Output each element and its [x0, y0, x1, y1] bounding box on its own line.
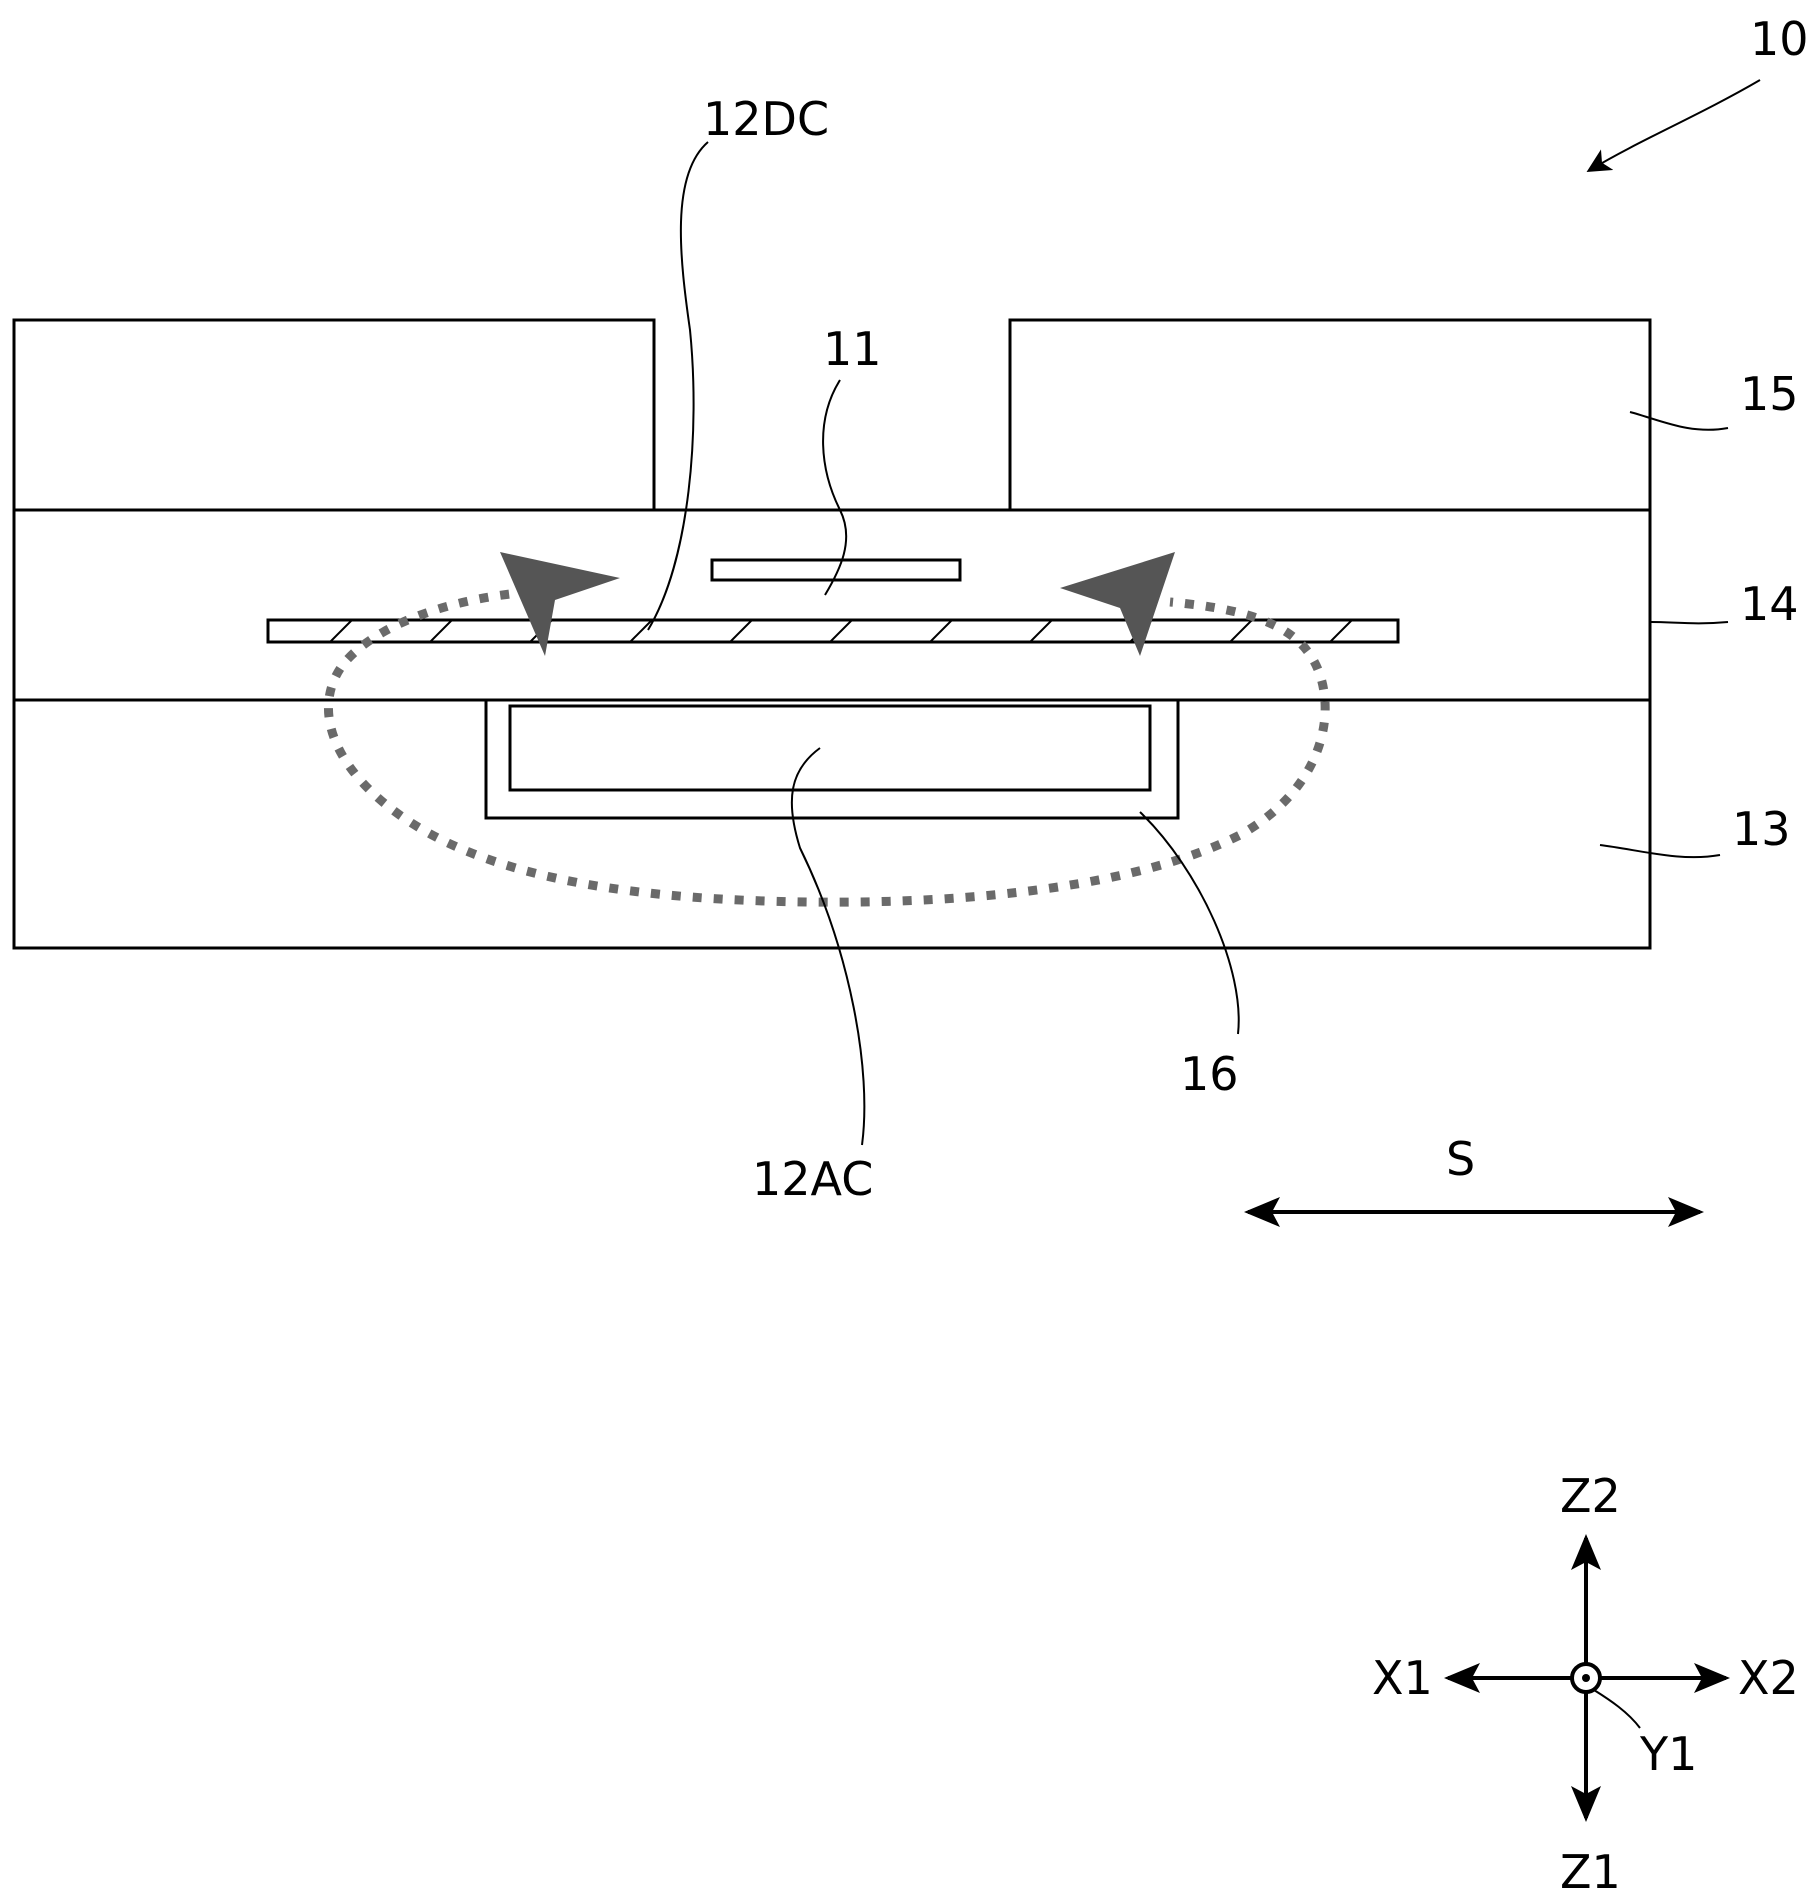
- label-axis-y1: Y1: [1639, 1727, 1697, 1781]
- label-device-10: 10: [1750, 12, 1809, 66]
- label-ac-conductor: 12AC: [752, 1152, 873, 1206]
- label-axis-z2: Z2: [1560, 1469, 1621, 1523]
- label-layer-15: 15: [1740, 367, 1799, 421]
- layer-14: [14, 510, 1650, 700]
- label-layer-13: 13: [1732, 802, 1791, 856]
- label-layer-14: 14: [1740, 577, 1799, 631]
- label-axis-z1: Z1: [1560, 1845, 1621, 1898]
- ac-conductor-12ac: [510, 706, 1150, 790]
- label-insulator-16: 16: [1180, 1047, 1239, 1101]
- label-axis-x1: X1: [1372, 1651, 1433, 1705]
- label-dc-conductor: 12DC: [703, 92, 829, 146]
- label-direction-s: S: [1446, 1132, 1475, 1186]
- label-element-11: 11: [823, 322, 882, 376]
- label-axis-x2: X2: [1738, 1651, 1799, 1705]
